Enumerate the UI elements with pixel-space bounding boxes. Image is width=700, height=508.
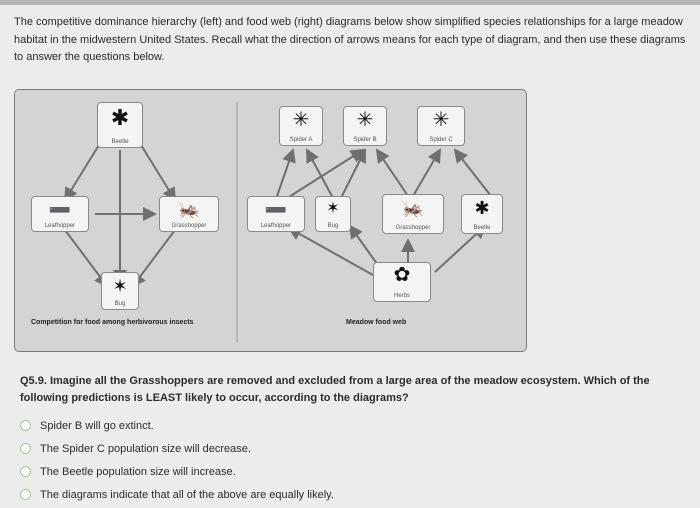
question-text: Q5.9. Imagine all the Grasshoppers are r… [20, 375, 650, 404]
beetle-icon: ✱ [474, 198, 490, 218]
node-label: Beetle [473, 225, 491, 231]
node-grasshopper-competition: 🦗 Grasshopper [159, 196, 219, 232]
node-bug-web: ✶ Bug [315, 196, 351, 232]
node-spider-c: ✳ Spider C [417, 106, 465, 146]
leafhopper-icon: ➖ [48, 200, 72, 220]
node-label: Spider B [353, 137, 377, 143]
node-label: Spider A [289, 137, 313, 143]
node-label: Leafhopper [260, 223, 292, 229]
option-1[interactable]: Spider B will go extinct. [20, 414, 520, 437]
node-label: Grasshopper [171, 223, 207, 229]
spider-icon: ✳ [292, 109, 310, 131]
node-label: Leafhopper [44, 223, 76, 229]
diagram-figure: ✱ Beetle ➖ Leafhopper 🦗 Grasshopper ✶ Bu… [14, 89, 527, 352]
leafhopper-icon: ➖ [264, 200, 288, 220]
top-divider [0, 0, 700, 5]
option-label: Spider B will go extinct. [40, 419, 154, 432]
option-4[interactable]: The diagrams indicate that all of the ab… [20, 483, 520, 506]
node-label: Grasshopper [395, 225, 431, 231]
radio-button[interactable] [20, 466, 31, 477]
node-grasshopper-web: 🦗 Grasshopper [382, 194, 444, 234]
node-beetle-competition: ✱ Beetle [97, 102, 143, 148]
radio-button[interactable] [20, 420, 31, 431]
node-spider-b: ✳ Spider B [343, 106, 387, 146]
node-label: Bug [114, 301, 126, 307]
option-3[interactable]: The Beetle population size will increase… [20, 460, 520, 483]
node-beetle-web: ✱ Beetle [461, 194, 503, 234]
herbs-icon: ✿ [393, 264, 411, 286]
beetle-icon: ✱ [110, 105, 130, 130]
node-spider-a: ✳ Spider A [279, 106, 323, 146]
food-web-arrows [274, 148, 492, 276]
node-label: Herbs [393, 293, 410, 299]
node-herbs: ✿ Herbs [373, 262, 431, 302]
intro-text: The competitive dominance hierarchy (lef… [14, 16, 686, 63]
radio-button[interactable] [20, 443, 31, 454]
node-leafhopper-competition: ➖ Leafhopper [31, 196, 89, 232]
option-label: The Beetle population size will increase… [40, 465, 236, 478]
option-label: The diagrams indicate that all of the ab… [40, 488, 334, 501]
node-label: Bug [327, 223, 339, 229]
grasshopper-icon: 🦗 [401, 198, 425, 218]
option-2[interactable]: The Spider C population size will decrea… [20, 437, 520, 460]
node-bug-competition: ✶ Bug [101, 272, 139, 310]
spider-icon: ✳ [356, 109, 374, 131]
diagram-arrows [63, 102, 492, 342]
node-leafhopper-web: ➖ Leafhopper [247, 196, 305, 232]
answer-options: Spider B will go extinct. The Spider C p… [20, 414, 520, 506]
bug-icon: ✶ [112, 276, 128, 296]
bug-icon: ✶ [326, 200, 340, 217]
node-label: Beetle [111, 139, 129, 145]
food-web-caption: Meadow food web [346, 319, 407, 326]
option-label: The Spider C population size will decrea… [40, 442, 251, 455]
radio-button[interactable] [20, 489, 31, 500]
intro-paragraph: The competitive dominance hierarchy (lef… [14, 14, 686, 67]
grasshopper-icon: 🦗 [177, 199, 201, 219]
node-label: Spider C [429, 137, 453, 143]
spider-icon: ✳ [432, 109, 450, 131]
competition-caption: Competition for food among herbivorous i… [31, 319, 194, 326]
